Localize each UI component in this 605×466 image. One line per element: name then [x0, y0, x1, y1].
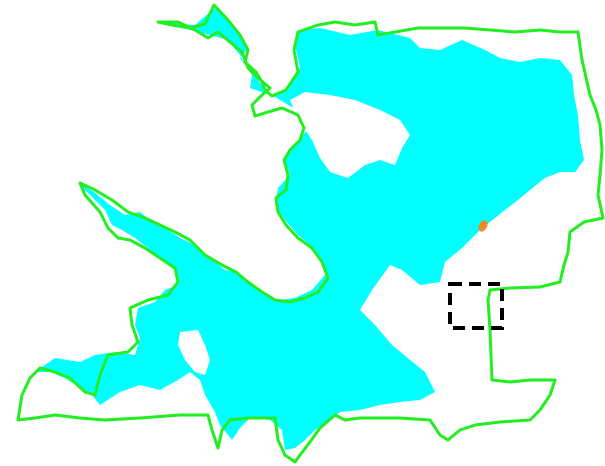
- inlet: [178, 330, 210, 375]
- dashed-square-icon[interactable]: [448, 282, 504, 330]
- boundary-line: [16, 3, 605, 464]
- orange-dot-icon[interactable]: [477, 219, 490, 233]
- island: [290, 92, 410, 178]
- water-body: [35, 8, 584, 450]
